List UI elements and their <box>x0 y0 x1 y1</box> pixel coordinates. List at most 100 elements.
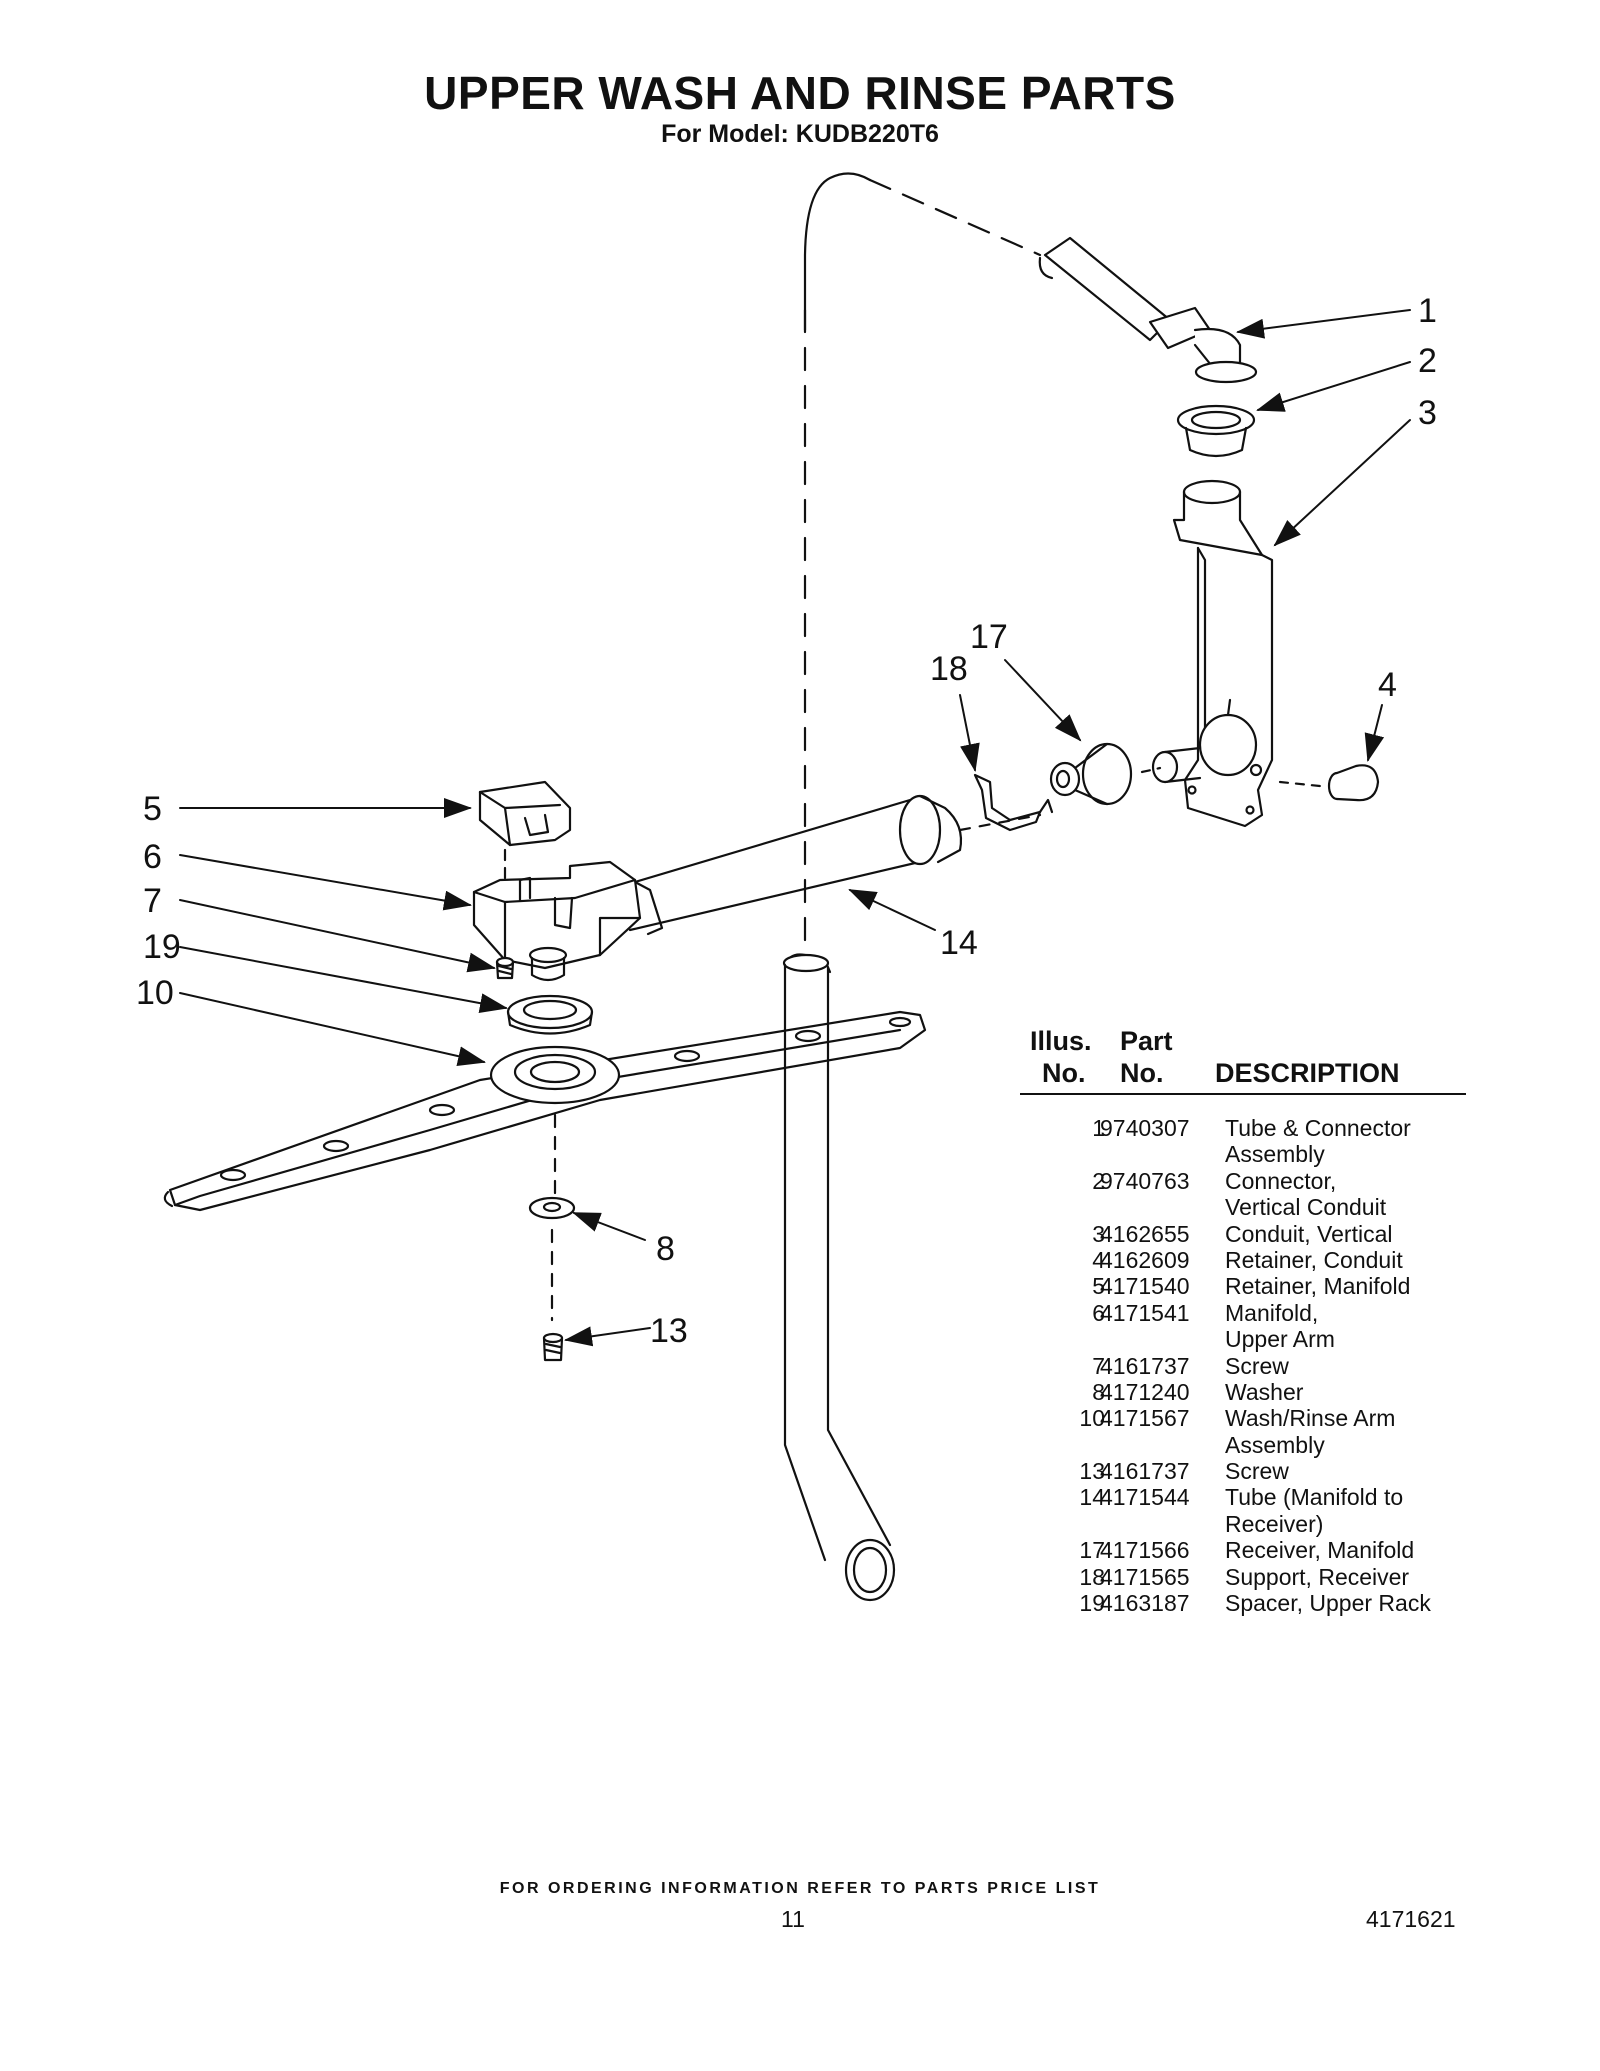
page-number: 11 <box>781 1906 805 1932</box>
upper-dashed-routing <box>803 172 1042 962</box>
illus-no: 14 <box>1079 1484 1105 1511</box>
part-no: 4171240 <box>1100 1378 1190 1405</box>
illus-no: 8 <box>1092 1378 1105 1405</box>
callout-2: 2 <box>1418 342 1437 380</box>
leader-lines <box>179 309 1411 1347</box>
part-no: 4171566 <box>1100 1537 1190 1564</box>
conduit-outlet <box>1151 746 1202 784</box>
illus-no: 3 <box>1092 1220 1105 1247</box>
parts-row-cont: Assembly <box>1030 1432 1460 1458</box>
illus-no: 2 <box>1092 1167 1105 1194</box>
callout-8: 8 <box>656 1230 675 1268</box>
callout-7: 7 <box>143 882 162 920</box>
retainer-manifold <box>478 780 572 887</box>
part-no: 4171565 <box>1100 1563 1190 1590</box>
tube-connector-assembly <box>1038 236 1258 384</box>
illus-no: 19 <box>1079 1590 1105 1617</box>
description: Receiver, Manifold <box>1225 1537 1415 1564</box>
parts-list: Illus. No. Part No. DESCRIPTION <box>1030 1026 1460 1100</box>
spacer-upper-rack <box>506 994 594 1035</box>
description: Retainer, Manifold <box>1225 1273 1411 1300</box>
description: Screw <box>1225 1352 1289 1379</box>
parts-table-header: Illus. No. Part No. DESCRIPTION <box>1030 1026 1460 1100</box>
part-no: 9740307 <box>1100 1115 1190 1141</box>
description: Washer <box>1225 1378 1304 1405</box>
illus-no: 7 <box>1092 1352 1105 1379</box>
description: Tube (Manifold to <box>1225 1484 1404 1511</box>
support-receiver <box>973 773 1054 832</box>
parts-row-cont: Assembly <box>1030 1141 1460 1167</box>
part-no: 4162609 <box>1100 1246 1190 1273</box>
callout-4: 4 <box>1378 666 1397 704</box>
callout-3: 3 <box>1418 394 1437 432</box>
illus-no: 6 <box>1092 1299 1105 1326</box>
callout-10: 10 <box>136 974 174 1012</box>
description: Retainer, Conduit <box>1225 1246 1403 1273</box>
illus-no: 5 <box>1092 1273 1105 1300</box>
parts-row-cont: Upper Arm <box>1030 1326 1460 1352</box>
page-title: UPPER WASH AND RINSE PARTS <box>424 67 1176 119</box>
description: Wash/Rinse Arm <box>1225 1405 1396 1432</box>
callout-6: 6 <box>143 838 162 876</box>
retainer-conduit <box>1278 764 1380 802</box>
callout-5: 5 <box>143 790 162 828</box>
callout-19: 19 <box>143 928 181 966</box>
description: Connector, <box>1225 1167 1337 1194</box>
washer <box>528 1196 576 1322</box>
connector-vertical-conduit <box>1176 404 1256 458</box>
lower-supply-tube <box>782 953 896 1602</box>
description: Conduit, Vertical <box>1225 1220 1393 1247</box>
illus-no: 1 <box>1092 1115 1105 1141</box>
screw-13 <box>542 1332 564 1362</box>
description-cont: Assembly <box>1225 1431 1325 1458</box>
tube-manifold-receiver <box>613 794 1042 936</box>
parts-row-cont: Receiver) <box>1030 1511 1460 1537</box>
illus-no: 17 <box>1079 1537 1105 1564</box>
ordering-note: FOR ORDERING INFORMATION REFER TO PARTS … <box>499 1880 1101 1897</box>
header-description: DESCRIPTION <box>1215 1058 1400 1088</box>
header-part-1: Part <box>1120 1026 1173 1056</box>
part-no: 9740763 <box>1100 1167 1190 1194</box>
manifold-upper-arm <box>472 860 642 982</box>
illus-no: 10 <box>1079 1405 1105 1432</box>
illus-no: 18 <box>1079 1563 1105 1590</box>
part-no: 4161737 <box>1100 1352 1190 1379</box>
description-cont: Upper Arm <box>1225 1326 1335 1353</box>
illus-no: 4 <box>1092 1246 1105 1273</box>
model-subtitle: For Model: KUDB220T6 <box>661 120 939 148</box>
part-no: 4162655 <box>1100 1220 1190 1247</box>
part-no: 4171544 <box>1100 1484 1190 1511</box>
header-illus-1: Illus. <box>1030 1026 1092 1056</box>
callout-17: 17 <box>970 618 1008 656</box>
description: Manifold, <box>1225 1299 1319 1326</box>
description-cont: Assembly <box>1225 1141 1325 1168</box>
header-part-2: No. <box>1120 1058 1164 1088</box>
description: Tube & Connector <box>1225 1115 1411 1141</box>
part-no: 4161737 <box>1100 1458 1190 1485</box>
callout-13: 13 <box>650 1312 688 1350</box>
description-cont: Vertical Conduit <box>1225 1194 1387 1221</box>
callout-labels: 1 2 3 4 5 6 7 19 10 8 13 14 17 18 <box>136 292 1437 1350</box>
illus-no: 13 <box>1079 1458 1105 1485</box>
callout-14: 14 <box>940 924 978 962</box>
part-no: 4171540 <box>1100 1273 1190 1300</box>
description: Screw <box>1225 1458 1289 1485</box>
description: Support, Receiver <box>1225 1563 1410 1590</box>
receiver-manifold <box>1049 742 1162 806</box>
parts-row-cont: Vertical Conduit <box>1030 1194 1460 1220</box>
header-rule <box>1020 1093 1466 1095</box>
